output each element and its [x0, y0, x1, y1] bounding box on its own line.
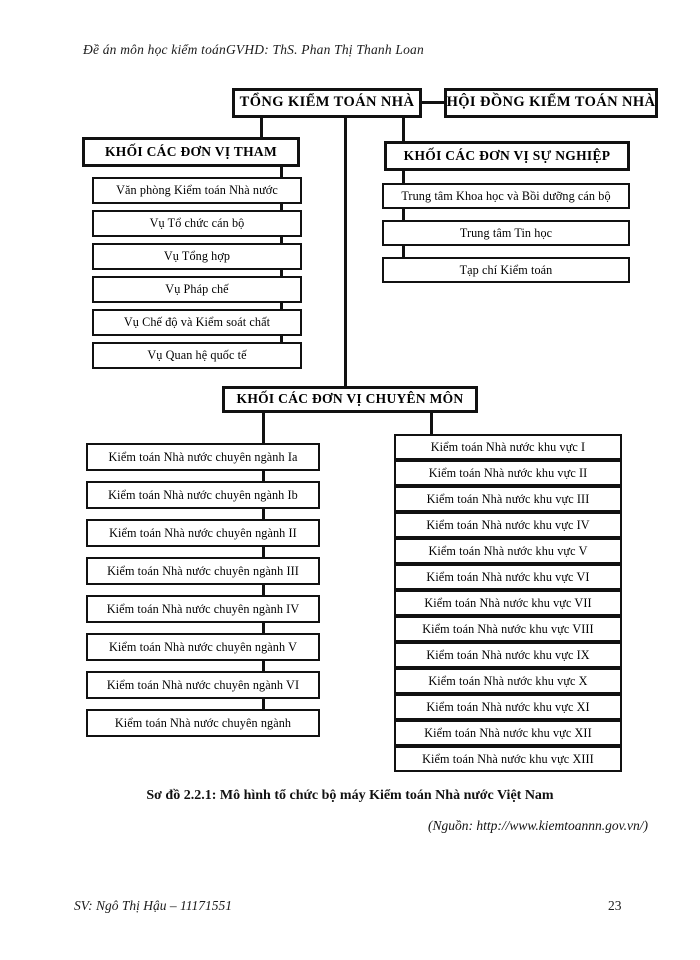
connector-line: [402, 209, 405, 220]
page-footer: SV: Ngô Thị Hậu – 11171551 23: [0, 898, 700, 920]
node-regional-unit-13: Kiểm toán Nhà nước khu vực XIII: [394, 746, 622, 772]
connector-line: [422, 101, 444, 104]
node-regional-unit-6-label: Kiểm toán Nhà nước khu vực VI: [426, 569, 590, 584]
node-advisory-unit-3: Vụ Tổng hợp: [92, 243, 302, 270]
node-hoi-dong-kiem-toan-nha: HỘI ĐỒNG KIỂM TOÁN NHÀ: [444, 88, 658, 118]
connector-line: [344, 118, 347, 386]
connector-line: [280, 204, 283, 210]
node-advisory-unit-6: Vụ Quan hệ quốc tế: [92, 342, 302, 369]
node-specialized-unit-6-label: Kiểm toán Nhà nước chuyên ngành V: [108, 639, 298, 654]
figure-caption: Sơ đồ 2.2.1: Mô hình tổ chức bộ máy Kiểm…: [146, 788, 554, 803]
node-specialized-unit-8-label: Kiểm toán Nhà nước chuyên ngành: [114, 715, 292, 730]
node-advisory-unit-3-label: Vụ Tổng hợp: [163, 249, 231, 264]
node-advisory-unit-5-label: Vụ Chế độ và Kiểm soát chất: [123, 315, 271, 330]
connector-line: [262, 623, 265, 633]
node-specialized-unit-5-label: Kiểm toán Nhà nước chuyên ngành IV: [106, 601, 300, 616]
node-specialized-unit-6: Kiểm toán Nhà nước chuyên ngành V: [86, 633, 320, 661]
node-regional-unit-9: Kiểm toán Nhà nước khu vực IX: [394, 642, 622, 668]
node-regional-unit-3-label: Kiểm toán Nhà nước khu vực III: [426, 491, 590, 506]
node-advisory-unit-4: Vụ Pháp chế: [92, 276, 302, 303]
node-advisory-unit-5: Vụ Chế độ và Kiểm soát chất: [92, 309, 302, 336]
node-regional-unit-10-label: Kiểm toán Nhà nước khu vực X: [428, 673, 588, 688]
node-service-unit-2-label: Trung tâm Tin học: [459, 225, 553, 240]
node-service-unit-1-label: Trung tâm Khoa học và Bồi dưỡng cán bộ: [401, 188, 611, 203]
node-specialized-unit-1: Kiểm toán Nhà nước chuyên ngành Ia: [86, 443, 320, 471]
node-specialized-unit-2: Kiểm toán Nhà nước chuyên ngành Ib: [86, 481, 320, 509]
node-specialized-unit-7-label: Kiểm toán Nhà nước chuyên ngành VI: [106, 677, 300, 692]
node-regional-unit-1-label: Kiểm toán Nhà nước khu vực I: [430, 439, 586, 454]
node-regional-unit-7: Kiểm toán Nhà nước khu vực VII: [394, 590, 622, 616]
node-service-unit-3: Tạp chí Kiểm toán: [382, 257, 630, 283]
node-advisory-unit-6-label: Vụ Quan hệ quốc tế: [147, 348, 247, 363]
connector-line: [430, 413, 433, 434]
node-tong-kiem-toan-nha-label: TỔNG KIỂM TOÁN NHÀ: [239, 94, 415, 111]
node-advisory-unit-1: Văn phòng Kiểm toán Nhà nước: [92, 177, 302, 204]
connector-line: [262, 661, 265, 671]
node-regional-unit-1: Kiểm toán Nhà nước khu vực I: [394, 434, 622, 460]
connector-line: [262, 699, 265, 709]
node-specialized-unit-8: Kiểm toán Nhà nước chuyên ngành: [86, 709, 320, 737]
node-specialized-unit-1-label: Kiểm toán Nhà nước chuyên ngành Ia: [108, 449, 298, 464]
node-regional-unit-5: Kiểm toán Nhà nước khu vực V: [394, 538, 622, 564]
node-regional-unit-11-label: Kiểm toán Nhà nước khu vực XI: [426, 699, 590, 714]
node-khoi-don-vi-tham-muu: KHỐI CÁC ĐƠN VỊ THAM: [82, 137, 300, 167]
connector-line: [262, 547, 265, 557]
running-head: Đề án môn học kiểm toánGVHD: ThS. Phan T…: [83, 42, 424, 57]
node-regional-unit-12: Kiểm toán Nhà nước khu vực XII: [394, 720, 622, 746]
connector-line: [402, 171, 405, 183]
connector-line: [262, 509, 265, 519]
node-service-unit-2: Trung tâm Tin học: [382, 220, 630, 246]
connector-line: [402, 118, 405, 141]
node-specialized-unit-3-label: Kiểm toán Nhà nước chuyên ngành II: [109, 525, 297, 540]
node-hoi-dong-kiem-toan-nha-label: HỘI ĐỒNG KIỂM TOÁN NHÀ: [446, 94, 656, 111]
footer-student-info: SV: Ngô Thị Hậu – 11171551: [74, 898, 232, 913]
node-regional-unit-7-label: Kiểm toán Nhà nước khu vực VII: [424, 595, 592, 610]
connector-line: [280, 270, 283, 276]
node-regional-unit-5-label: Kiểm toán Nhà nước khu vực V: [428, 543, 588, 558]
node-specialized-unit-4: Kiểm toán Nhà nước chuyên ngành III: [86, 557, 320, 585]
node-regional-unit-3: Kiểm toán Nhà nước khu vực III: [394, 486, 622, 512]
node-regional-unit-12-label: Kiểm toán Nhà nước khu vực XII: [424, 725, 592, 740]
node-specialized-unit-3: Kiểm toán Nhà nước chuyên ngành II: [86, 519, 320, 547]
node-specialized-unit-2-label: Kiểm toán Nhà nước chuyên ngành Ib: [108, 487, 298, 502]
node-regional-unit-4-label: Kiểm toán Nhà nước khu vực IV: [426, 517, 590, 532]
connector-line: [280, 336, 283, 342]
node-regional-unit-10: Kiểm toán Nhà nước khu vực X: [394, 668, 622, 694]
node-khoi-don-vi-tham-muu-label: KHỐI CÁC ĐƠN VỊ THAM: [104, 143, 277, 159]
node-specialized-unit-7: Kiểm toán Nhà nước chuyên ngành VI: [86, 671, 320, 699]
node-service-unit-1: Trung tâm Khoa học và Bồi dưỡng cán bộ: [382, 183, 630, 209]
node-khoi-don-vi-su-nghiep-label: KHỐI CÁC ĐƠN VỊ SỰ NGHIỆP: [403, 147, 611, 163]
node-khoi-don-vi-chuyen-mon-label: KHỐI CÁC ĐƠN VỊ CHUYÊN MÔN: [236, 391, 464, 407]
page-number: 23: [608, 898, 622, 913]
node-regional-unit-6: Kiểm toán Nhà nước khu vực VI: [394, 564, 622, 590]
node-regional-unit-13-label: Kiểm toán Nhà nước khu vực XIII: [422, 751, 594, 766]
node-specialized-unit-5: Kiểm toán Nhà nước chuyên ngành IV: [86, 595, 320, 623]
node-regional-unit-4: Kiểm toán Nhà nước khu vực IV: [394, 512, 622, 538]
connector-line: [280, 237, 283, 243]
node-advisory-unit-4-label: Vụ Pháp chế: [165, 282, 229, 297]
node-advisory-unit-2: Vụ Tổ chức cán bộ: [92, 210, 302, 237]
node-regional-unit-8: Kiểm toán Nhà nước khu vực VIII: [394, 616, 622, 642]
node-regional-unit-8-label: Kiểm toán Nhà nước khu vực VIII: [422, 621, 594, 636]
node-advisory-unit-1-label: Văn phòng Kiểm toán Nhà nước: [116, 183, 278, 198]
node-advisory-unit-2-label: Vụ Tổ chức cán bộ: [149, 216, 245, 231]
connector-line: [262, 413, 265, 443]
connector-line: [280, 167, 283, 177]
connector-line: [262, 585, 265, 595]
node-regional-unit-2: Kiểm toán Nhà nước khu vực II: [394, 460, 622, 486]
node-tong-kiem-toan-nha: TỔNG KIỂM TOÁN NHÀ: [232, 88, 422, 118]
node-khoi-don-vi-chuyen-mon: KHỐI CÁC ĐƠN VỊ CHUYÊN MÔN: [222, 386, 478, 413]
node-service-unit-3-label: Tạp chí Kiểm toán: [459, 262, 553, 277]
connector-line: [402, 246, 405, 257]
node-specialized-unit-4-label: Kiểm toán Nhà nước chuyên ngành III: [107, 563, 299, 578]
node-regional-unit-9-label: Kiểm toán Nhà nước khu vực IX: [426, 647, 590, 662]
node-khoi-don-vi-su-nghiep: KHỐI CÁC ĐƠN VỊ SỰ NGHIỆP: [384, 141, 630, 171]
connector-line: [260, 118, 263, 137]
node-regional-unit-11: Kiểm toán Nhà nước khu vực XI: [394, 694, 622, 720]
figure-source: (Nguồn: http://www.kiemtoannn.gov.vn/): [428, 818, 648, 833]
connector-line: [280, 303, 283, 309]
node-regional-unit-2-label: Kiểm toán Nhà nước khu vực II: [428, 465, 588, 480]
connector-line: [262, 471, 265, 481]
